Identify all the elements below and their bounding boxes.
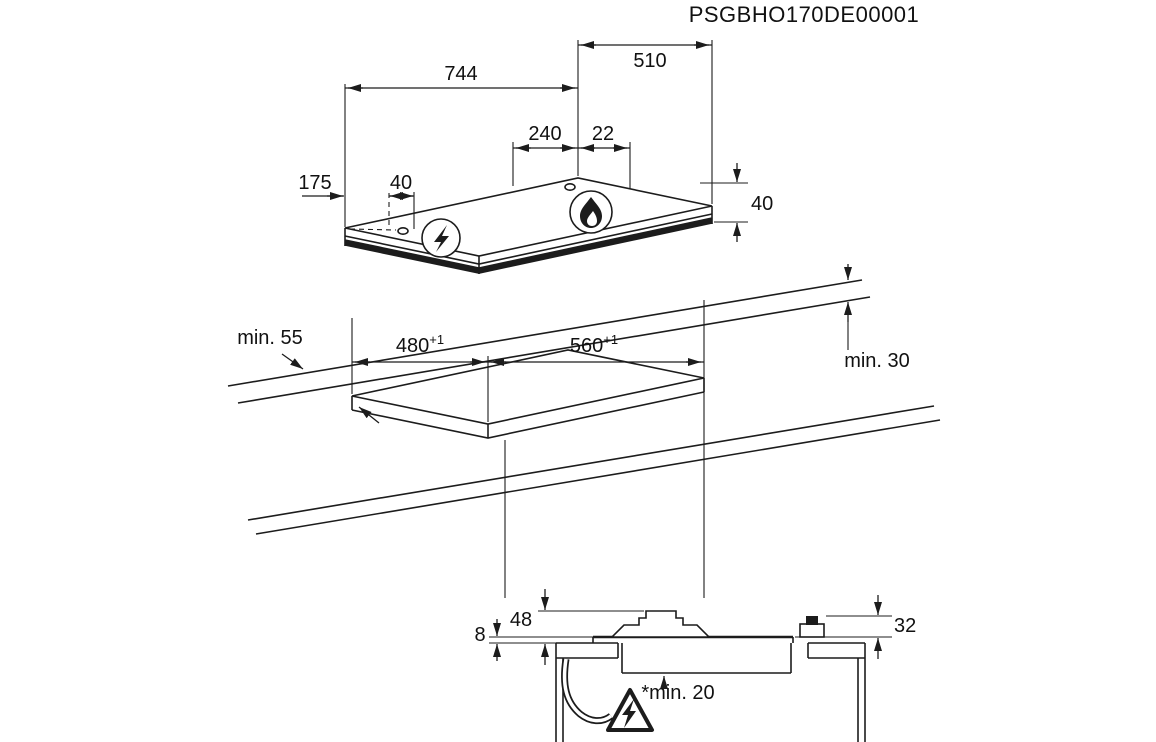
- dim-40-control-label: 40: [390, 172, 412, 194]
- dim-744-label: 744: [444, 63, 477, 85]
- ignition-point: [564, 183, 576, 192]
- control-knob: [799, 623, 825, 638]
- flame-icon-inner: [587, 211, 597, 226]
- cutout-wall-bottom: [351, 391, 705, 439]
- cross-section-view: [555, 610, 866, 742]
- dim-min-55: min. 55: [237, 327, 380, 424]
- worktop-front-edge: [255, 419, 941, 535]
- dim-240: 240: [512, 123, 578, 186]
- dim-175-label: 175: [298, 172, 331, 194]
- ignition-point: [397, 227, 409, 236]
- dim-48-label: 48: [510, 609, 532, 631]
- dim-560-label: 560+1: [570, 332, 618, 357]
- worktop-rear-edge: [227, 279, 863, 387]
- dim-min-30-label: min. 30: [844, 350, 910, 372]
- dim-32-label: 32: [894, 615, 916, 637]
- arrow: [358, 406, 380, 424]
- model-number: PSGBHO170DE00001: [689, 2, 920, 27]
- dim-min-20: *min. 20: [641, 676, 715, 704]
- worktop-rear-edge: [237, 296, 871, 404]
- worktop-front-edge: [247, 405, 935, 521]
- dim-560: 560+1: [488, 332, 704, 366]
- dim-40-control: 40: [389, 172, 415, 229]
- dim-510: 510: [578, 40, 713, 204]
- dim-175: 175: [298, 172, 344, 200]
- dim-min-30: min. 30: [844, 264, 910, 372]
- burner-profile: [610, 610, 711, 638]
- cutout-outline: [351, 349, 705, 425]
- dim-40-height-label: 40: [751, 193, 773, 215]
- dim-744: 744: [344, 40, 579, 227]
- control-knob-cap: [806, 616, 818, 625]
- dim-48: 48: [510, 589, 644, 665]
- dim-min-20-label: *min. 20: [641, 682, 714, 704]
- arrow: [281, 353, 304, 370]
- center-dashed-line: [349, 228, 397, 231]
- gas-pipe-inner: [562, 658, 613, 723]
- hob-edge-band: [344, 217, 713, 274]
- dim-510-label: 510: [633, 50, 666, 72]
- hob-side-face: [344, 213, 713, 265]
- dim-240-label: 240: [528, 123, 561, 145]
- gas-pipe: [561, 658, 614, 725]
- dim-480: 480+1: [351, 318, 489, 422]
- dim-22-label: 22: [592, 123, 614, 145]
- worktop-cutout-view: [227, 279, 941, 598]
- lightning-icon: [434, 225, 449, 252]
- dim-480-label: 480+1: [396, 332, 444, 357]
- dim-min-55-label: min. 55: [237, 327, 303, 349]
- hob-top-view: [344, 177, 713, 274]
- dim-32: 32: [795, 595, 916, 659]
- warning-bolt-icon: [622, 699, 636, 728]
- dim-22: 22: [578, 123, 631, 189]
- dim-40-height: 40: [700, 163, 773, 242]
- dim-8: 8: [474, 619, 593, 661]
- dim-8-label: 8: [474, 624, 485, 646]
